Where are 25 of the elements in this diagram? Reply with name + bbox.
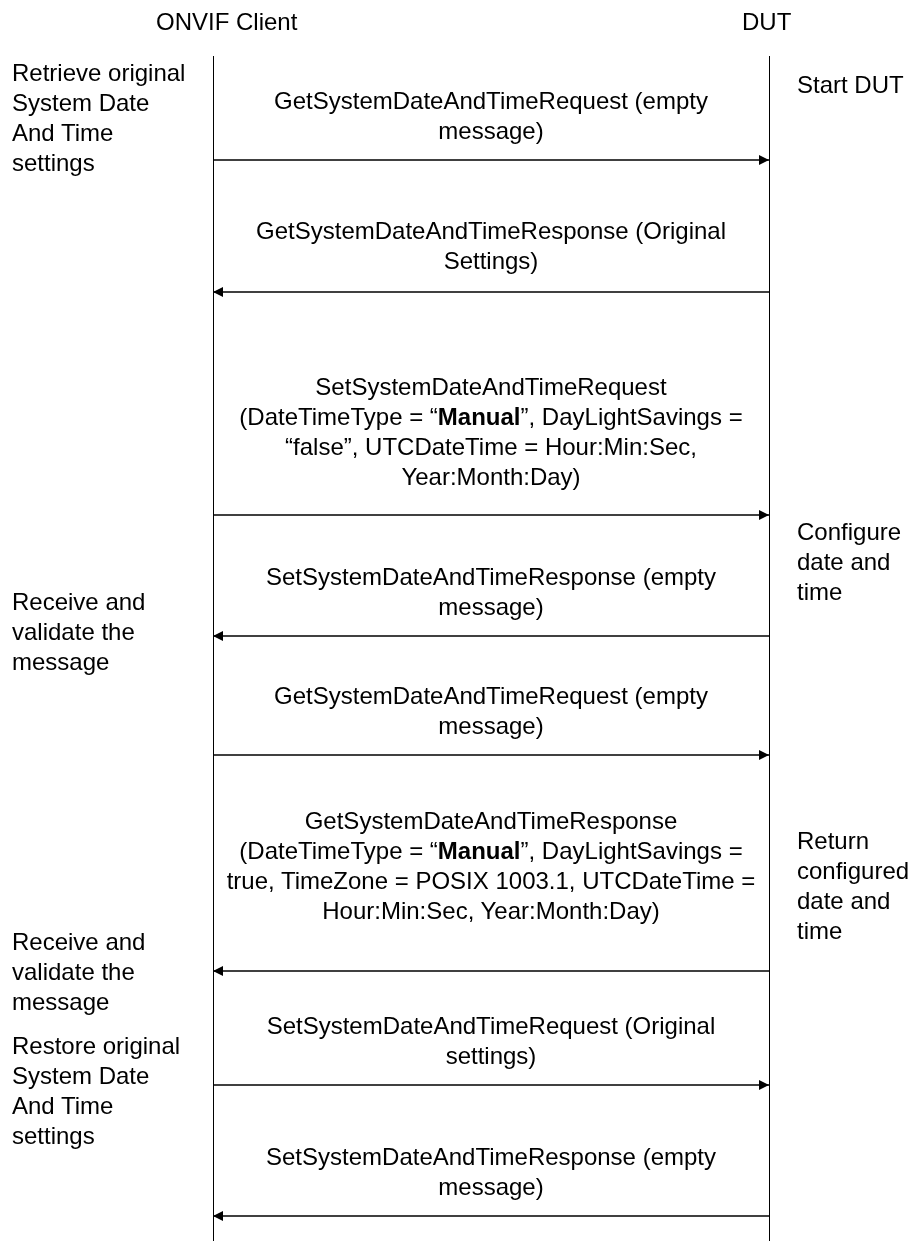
step-note: Retrieve original System Date And Time settings — [12, 58, 187, 178]
step-note: Return configured date and time — [797, 826, 911, 946]
message-label: SetSystemDateAndTimeResponse (empty message) — [265, 1142, 717, 1202]
participant-label: ONVIF Client — [156, 8, 298, 36]
message-arrow — [212, 155, 770, 165]
message-arrow — [212, 966, 770, 976]
step-note: Restore original System Date And Time settings — [12, 1031, 182, 1151]
message-label: GetSystemDateAndTimeResponse (Original Settings) — [255, 216, 727, 276]
step-note: Configure date and time — [797, 517, 903, 607]
message-label: SetSystemDateAndTimeRequest (DateTimeType = “Manual”, DayLightSavings = “false”, UTCDateTime = Hour:Min:Sec, Year:Month:Day) — [238, 372, 744, 492]
step-note: Start DUT — [797, 70, 905, 100]
step-note: Receive and validate the message — [12, 927, 147, 1017]
message-arrow — [212, 1080, 770, 1090]
message-arrow — [212, 750, 770, 760]
message-arrow — [212, 287, 770, 297]
message-arrow — [212, 1211, 770, 1221]
participant-label: DUT — [742, 8, 792, 36]
message-arrow — [212, 631, 770, 641]
message-label: SetSystemDateAndTimeResponse (empty message) — [265, 562, 717, 622]
message-label: GetSystemDateAndTimeRequest (empty message) — [273, 86, 709, 146]
message-arrow — [212, 510, 770, 520]
message-label: SetSystemDateAndTimeRequest (Original settings) — [265, 1011, 717, 1071]
step-note: Receive and validate the message — [12, 587, 147, 677]
message-label: GetSystemDateAndTimeResponse (DateTimeType = “Manual”, DayLightSavings = true, TimeZone = POSIX 1003.1, UTCDateTime = Hour:Min:Sec, Year:Month:Day) — [226, 806, 756, 926]
message-label: GetSystemDateAndTimeRequest (empty message) — [273, 681, 709, 741]
